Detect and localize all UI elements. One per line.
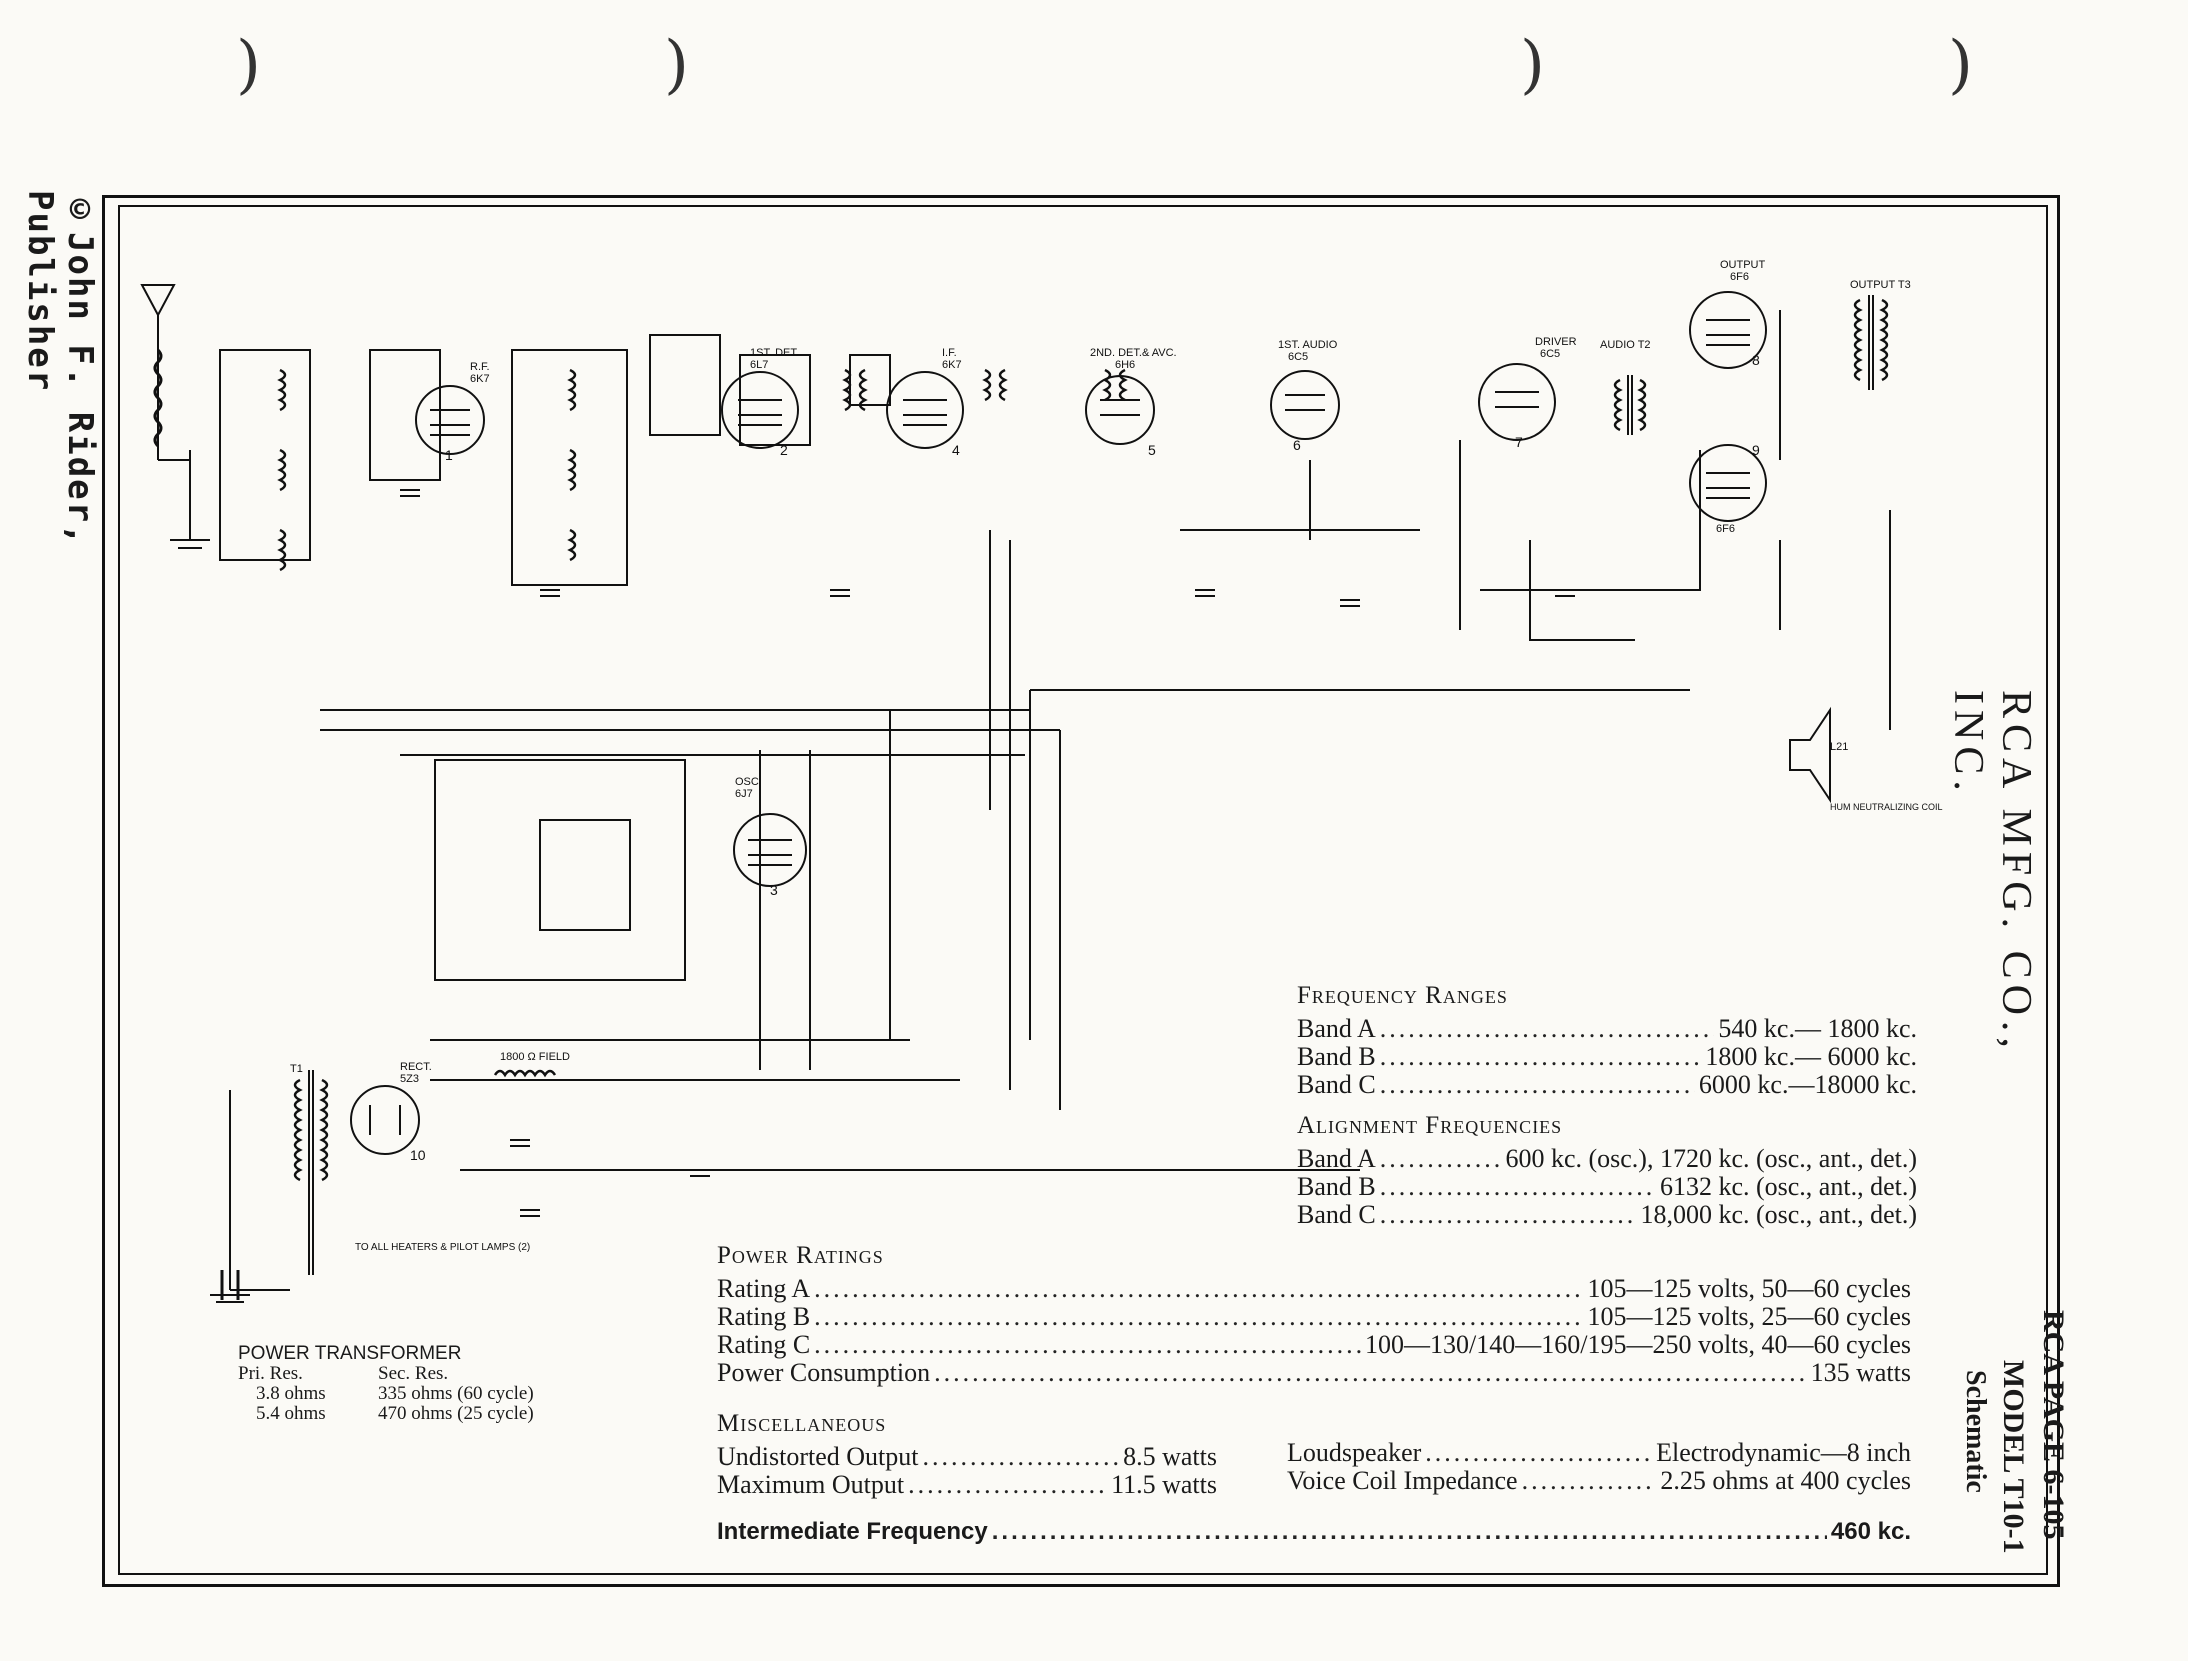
audio-transformer: AUDIO T2	[1600, 339, 1651, 435]
tube-rect-5z3: 10 RECT. 5Z3	[350, 1061, 432, 1163]
svg-text:R.F.: R.F.	[470, 361, 490, 373]
intermediate-frequency-row: Intermediate Frequency460 kc.	[717, 1518, 1911, 1546]
svg-text:9: 9	[1752, 442, 1760, 458]
align-row: Band C18,000 kc. (osc., ant., det.)	[1297, 1200, 1917, 1230]
svg-text:1: 1	[445, 447, 453, 463]
page-border-outer	[102, 195, 2060, 1587]
svg-text:6H6: 6H6	[1115, 359, 1135, 371]
binder-hole-mark: )	[664, 28, 689, 102]
tube-if-6k7: 4 I.F. 6K7	[886, 347, 964, 458]
svg-text:7: 7	[1515, 434, 1523, 450]
tube-second-det-6h6: 5 2ND. DET.& AVC. 6H6	[1085, 347, 1177, 458]
svg-text:T1: T1	[290, 1063, 303, 1075]
document-type: Schematic	[1960, 1370, 1991, 1493]
tube-first-det-6l7: 2 1ST. DET. 6L7	[721, 347, 799, 458]
svg-text:6J7: 6J7	[735, 788, 753, 800]
svg-text:1ST. AUDIO: 1ST. AUDIO	[1278, 339, 1338, 351]
svg-text:3: 3	[770, 882, 778, 898]
svg-text:8: 8	[1752, 352, 1760, 368]
misc-row: Voice Coil Impedance2.25 ohms at 400 cyc…	[1287, 1466, 1911, 1496]
svg-text:6F6: 6F6	[1730, 271, 1749, 283]
loudspeaker-icon: L21 HUM NEUTRALIZING COIL	[1789, 510, 1943, 812]
binder-hole-mark: )	[1948, 28, 1973, 102]
svg-text:10: 10	[410, 1147, 426, 1163]
binder-hole-mark: )	[1520, 28, 1545, 102]
svg-text:6K7: 6K7	[942, 359, 962, 371]
tube-osc-6j7: 3 OSC. 6J7	[733, 776, 807, 898]
svg-text:6C5: 6C5	[1288, 351, 1308, 363]
misc-row: Maximum Output11.5 watts	[717, 1470, 1217, 1500]
svg-text:6K7: 6K7	[470, 373, 490, 385]
tube-first-audio-6c5: 6 1ST. AUDIO 6C5	[1270, 339, 1340, 453]
svg-text:6C5: 6C5	[1540, 348, 1560, 360]
frequency-ranges-title: Frequency Ranges	[1297, 982, 1508, 1009]
svg-text:2: 2	[780, 442, 788, 458]
page-border-inner	[118, 205, 2048, 1575]
align-row: Band B6132 kc. (osc., ant., det.)	[1297, 1172, 1917, 1202]
tube-output-6f6-b: 9 6F6	[1689, 442, 1767, 535]
svg-text:RECT.: RECT.	[400, 1061, 432, 1073]
power-row: Rating C100—130/140—160/195—250 volts, 4…	[717, 1330, 1911, 1360]
misc-row: LoudspeakerElectrodynamic—8 inch	[1287, 1438, 1911, 1468]
miscellaneous-title: Miscellaneous	[717, 1410, 887, 1437]
svg-text:5: 5	[1148, 442, 1156, 458]
output-transformer: OUTPUT T3	[1850, 279, 1911, 390]
svg-text:6L7: 6L7	[750, 359, 768, 371]
freq-row: Band B1800 kc.— 6000 kc.	[1297, 1042, 1917, 1072]
tube-output-6f6-a: 8 OUTPUT 6F6	[1689, 259, 1767, 369]
align-row: Band A600 kc. (osc.), 1720 kc. (osc., an…	[1297, 1144, 1917, 1174]
power-transformer: T1 TO ALL HEATERS & PILOT LAMPS (2)	[290, 1063, 530, 1275]
power-transformer-note: POWER TRANSFORMER Pri. Res.Sec. Res. 3.8…	[238, 1343, 534, 1424]
tube-driver-6c5: 7 DRIVER 6C5	[1478, 336, 1577, 450]
svg-text:AUDIO T2: AUDIO T2	[1600, 339, 1651, 351]
power-ratings-title: Power Ratings	[717, 1242, 884, 1269]
svg-text:5Z3: 5Z3	[400, 1073, 419, 1085]
svg-text:OUTPUT: OUTPUT	[1720, 259, 1766, 271]
capacitor-icons	[400, 489, 1575, 1217]
publisher-credit: ©John F. Rider, Publisher	[20, 190, 100, 547]
field-coil: 1800 Ω FIELD	[493, 1051, 570, 1078]
power-row: Rating B105—125 volts, 25—60 cycles	[717, 1302, 1911, 1332]
svg-text:2ND. DET.& AVC.: 2ND. DET.& AVC.	[1090, 347, 1177, 359]
svg-text:6: 6	[1293, 437, 1301, 453]
svg-text:HUM NEUTRALIZING COIL: HUM NEUTRALIZING COIL	[1830, 802, 1943, 812]
svg-text:1800 Ω FIELD: 1800 Ω FIELD	[500, 1051, 570, 1063]
svg-text:1ST. DET.: 1ST. DET.	[750, 347, 799, 359]
svg-text:TO ALL HEATERS & PILOT LAMPS (: TO ALL HEATERS & PILOT LAMPS (2)	[355, 1242, 530, 1253]
freq-row: Band C6000 kc.—18000 kc.	[1297, 1070, 1917, 1100]
alignment-frequencies-title: Alignment Frequencies	[1297, 1112, 1563, 1139]
power-transformer-title: POWER TRANSFORMER	[238, 1343, 462, 1364]
misc-row: Undistorted Output8.5 watts	[717, 1442, 1217, 1472]
svg-text:4: 4	[952, 442, 960, 458]
power-row: Rating A105—125 volts, 50—60 cycles	[717, 1274, 1911, 1304]
svg-text:L21: L21	[1830, 741, 1848, 753]
tube-rf-6k7: 1 R.F. 6K7	[415, 361, 490, 463]
svg-text:OSC.: OSC.	[735, 776, 762, 788]
svg-text:DRIVER: DRIVER	[1535, 336, 1577, 348]
model-number: MODEL T10-1	[1997, 1360, 2030, 1554]
freq-row: Band A540 kc.— 1800 kc.	[1297, 1014, 1917, 1044]
antenna-icon	[140, 284, 176, 460]
power-row: Power Consumption135 watts	[717, 1358, 1911, 1388]
binder-hole-mark: )	[236, 28, 261, 102]
svg-text:6F6: 6F6	[1716, 523, 1735, 535]
svg-text:OUTPUT T3: OUTPUT T3	[1850, 279, 1911, 291]
schematic-diagram: 1 R.F. 6K7 2 1ST. DET. 6L7 4 I.F. 6K7 5 …	[140, 259, 1943, 1303]
svg-text:I.F.: I.F.	[942, 347, 957, 359]
company-name: RCA MFG. CO., INC.	[1945, 690, 2039, 1054]
page-number: RCA PAGE 6-105	[2037, 1310, 2070, 1540]
